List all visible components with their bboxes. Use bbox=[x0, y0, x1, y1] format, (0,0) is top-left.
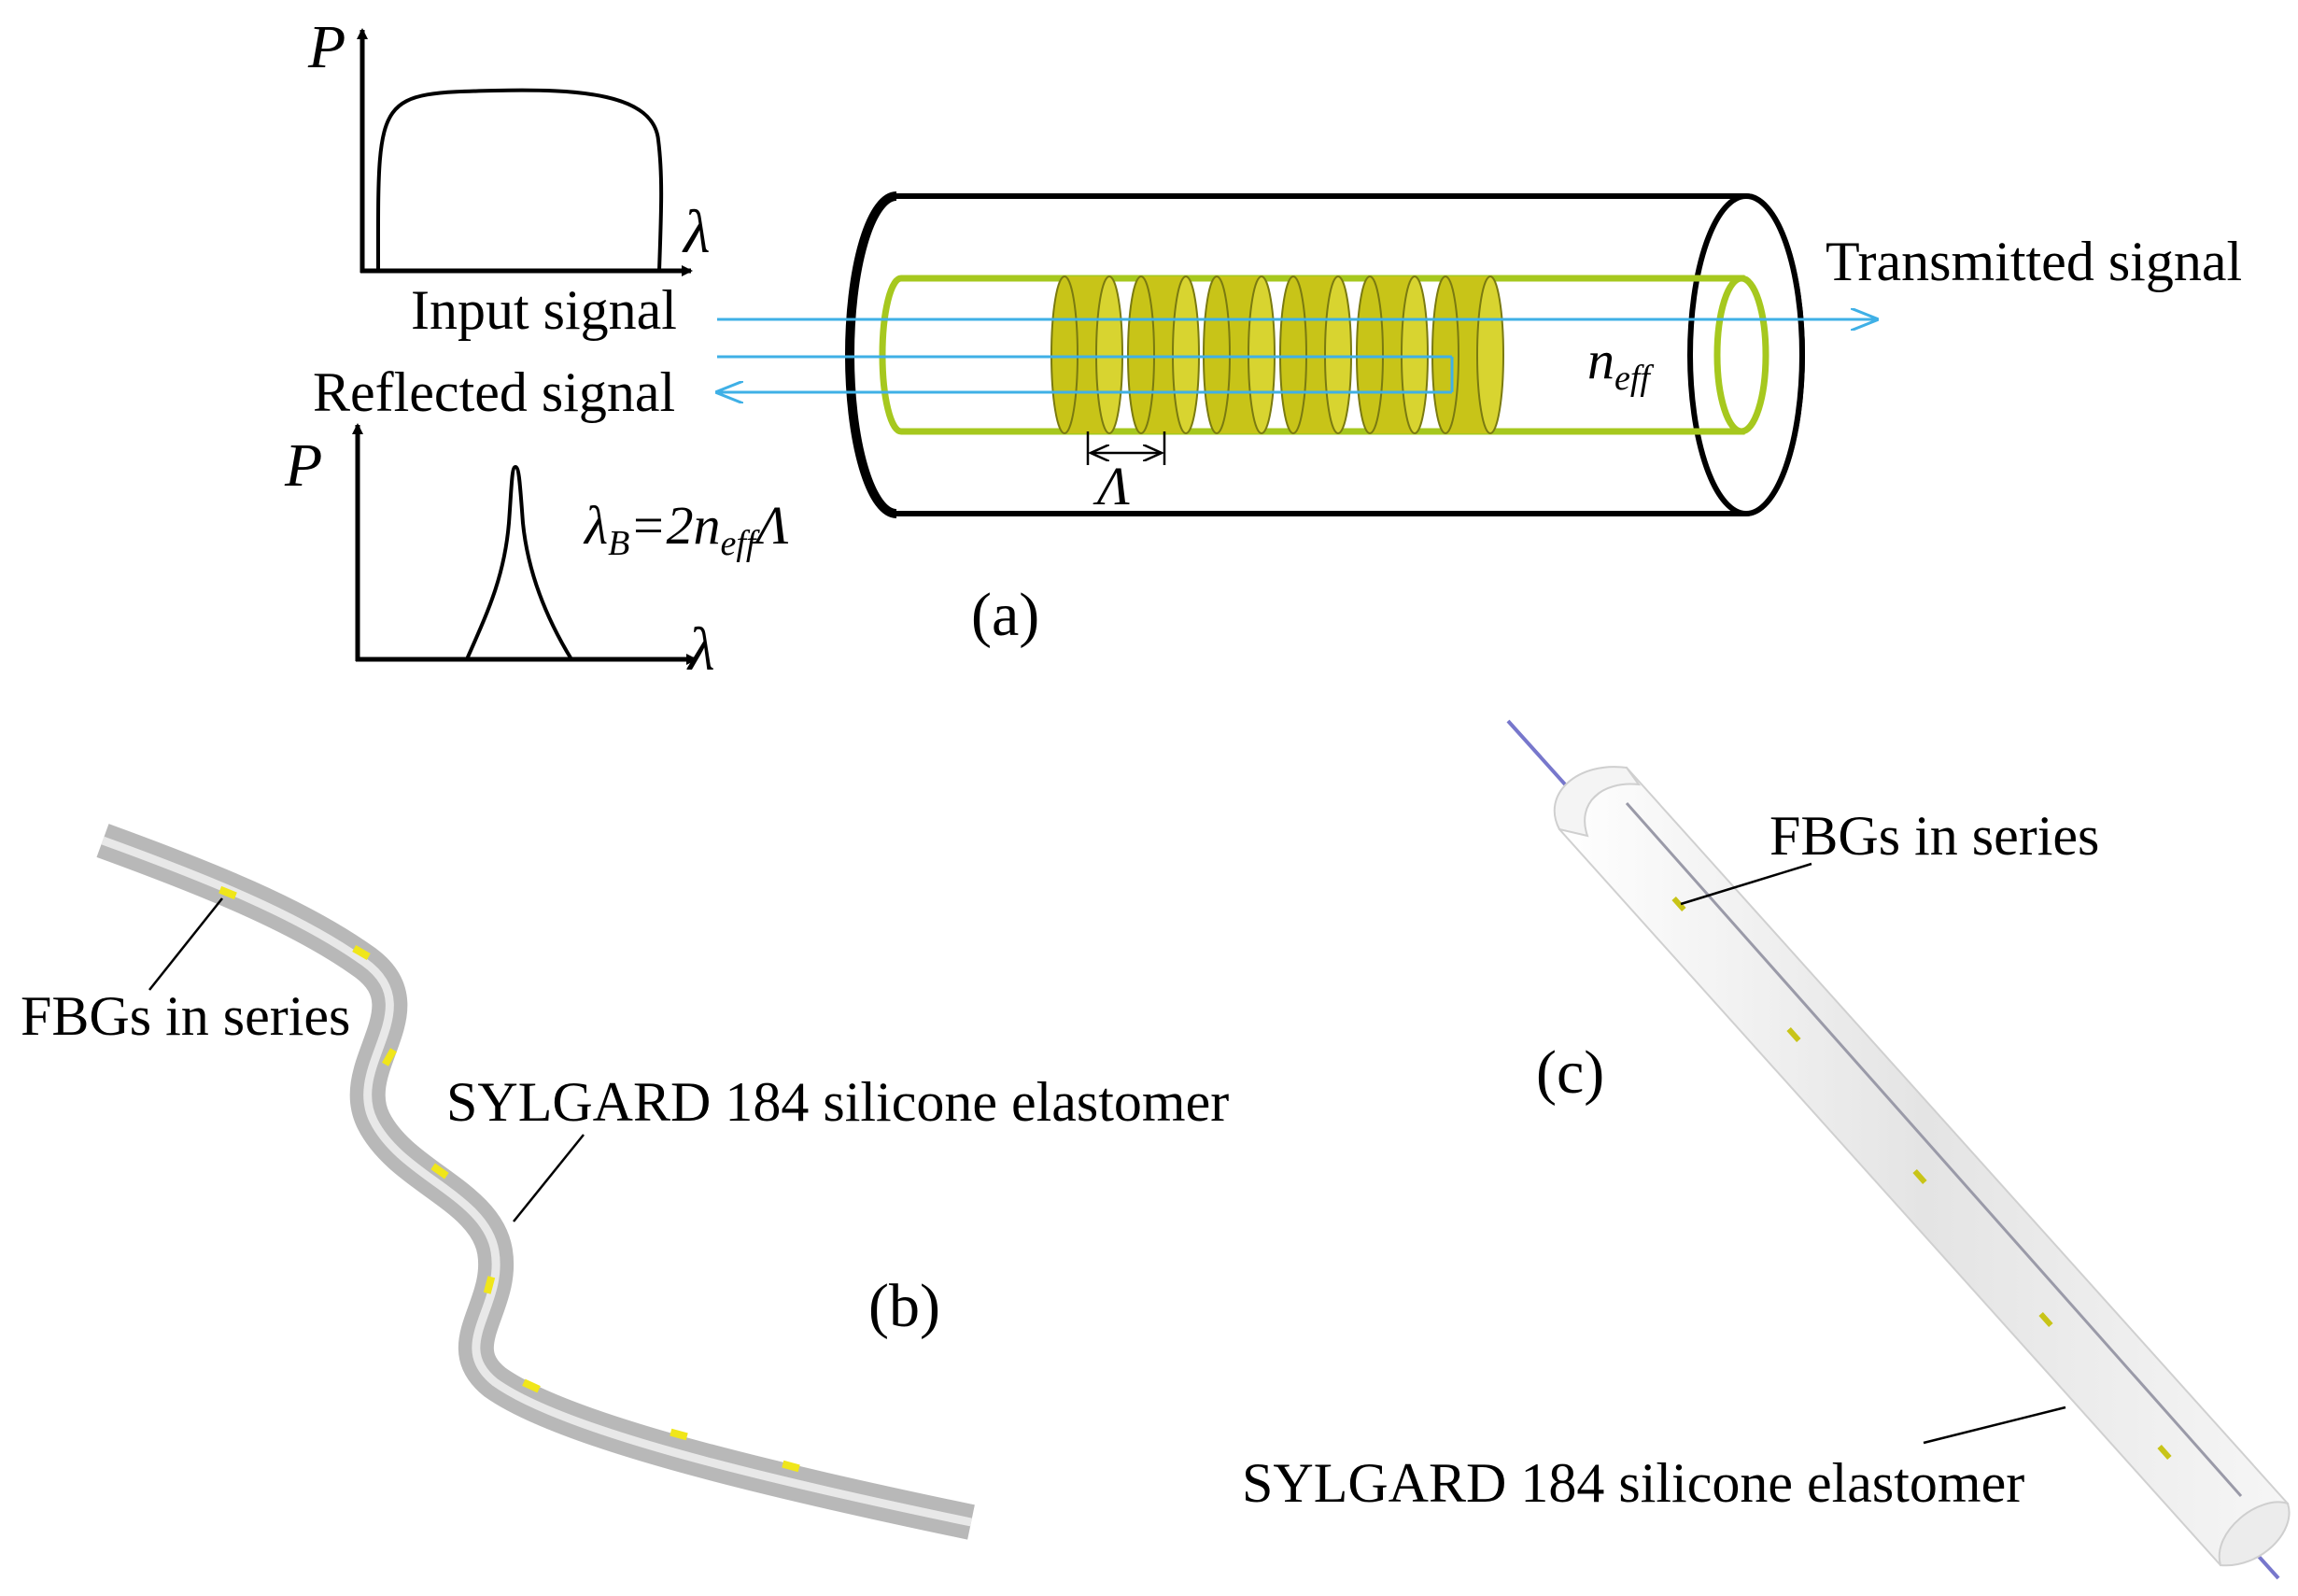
panel-b-fbg-label: FBGs in series bbox=[21, 985, 350, 1047]
grating-disc bbox=[1050, 275, 1123, 434]
elastomer-leader-line bbox=[513, 1134, 585, 1222]
core-right-end bbox=[1713, 275, 1769, 435]
panel-c: FBGs in series SYLGARD 184 silicone elas… bbox=[1242, 719, 2291, 1580]
period-dimension: Λ bbox=[1086, 431, 1166, 516]
fbg-mark bbox=[483, 1276, 496, 1294]
input-broadband-curve bbox=[375, 88, 664, 272]
grating-disc bbox=[1203, 275, 1276, 434]
panel-c-fbg-label: FBGs in series bbox=[1769, 805, 2099, 867]
bragg-equation: λB=2neffΛ bbox=[583, 495, 789, 563]
panel-a-label: (a) bbox=[971, 581, 1039, 649]
input-wavelength-label: λ bbox=[682, 198, 711, 266]
rod-body bbox=[1558, 766, 2290, 1567]
rod-bottom-end bbox=[2218, 1501, 2291, 1567]
input-signal-label: Input signal bbox=[411, 279, 677, 341]
cladding-left-edge bbox=[845, 191, 897, 518]
elastomer-rod bbox=[1553, 766, 2291, 1567]
transmitted-signal-label: Transmitted signal bbox=[1826, 231, 2242, 292]
fbg-leader-line-c bbox=[1680, 862, 1812, 906]
panel-c-elastomer-label: SYLGARD 184 silicone elastomer bbox=[1242, 1452, 2024, 1514]
reflected-wavelength-label: λ bbox=[686, 615, 715, 684]
fbg-mark bbox=[670, 1428, 688, 1441]
grating-disc bbox=[1356, 275, 1429, 434]
reflected-spectrum-plot: P λ λB=2neffΛ bbox=[284, 423, 789, 684]
fbg-mark bbox=[2038, 1312, 2053, 1327]
grating-disc bbox=[1431, 275, 1504, 434]
panel-b-elastomer-label: SYLGARD 184 silicone elastomer bbox=[446, 1071, 1229, 1133]
fbg-sensors bbox=[219, 885, 800, 1473]
bragg-grating bbox=[1050, 275, 1504, 434]
optical-fiber-inner bbox=[1625, 802, 2243, 1497]
fbg-mark bbox=[1786, 1027, 1801, 1042]
fbg-mark bbox=[782, 1460, 800, 1473]
neff-label: neff bbox=[1587, 330, 1654, 398]
core-body bbox=[879, 275, 1745, 435]
elastomer-leader-line-c bbox=[1923, 1405, 2066, 1445]
fbg-mark bbox=[2157, 1445, 2172, 1460]
grating-disc bbox=[1127, 275, 1200, 434]
fbg-leader-line bbox=[148, 897, 223, 991]
panel-a: P λ P λ λB=2neffΛ Input signal Reflected… bbox=[284, 13, 2242, 684]
panel-c-label: (c) bbox=[1536, 1038, 1604, 1107]
panel-b-label: (b) bbox=[868, 1272, 940, 1340]
input-power-label: P bbox=[307, 13, 345, 81]
input-spectrum-plot: P λ bbox=[307, 13, 711, 276]
fbg-mark bbox=[1671, 897, 1686, 911]
fbg-sensors-c bbox=[1671, 897, 2172, 1460]
fiber-core bbox=[879, 275, 1769, 435]
grating-disc bbox=[1279, 275, 1352, 434]
fbg-mark bbox=[430, 1163, 449, 1179]
signal-rays bbox=[717, 319, 1877, 392]
fbg-mark bbox=[352, 945, 371, 960]
period-label: Λ bbox=[1093, 456, 1130, 516]
reflected-peak-curve bbox=[465, 464, 573, 661]
rod-top-face bbox=[1553, 766, 1642, 838]
reflected-power-label: P bbox=[284, 431, 322, 500]
fbg-mark bbox=[522, 1378, 541, 1393]
embedded-fiber bbox=[101, 836, 972, 1527]
fbg-mark bbox=[1912, 1169, 1927, 1184]
fbg-mark bbox=[382, 1048, 397, 1066]
fbg-mark bbox=[219, 885, 237, 900]
panel-b: FBGs in series SYLGARD 184 silicone elas… bbox=[21, 824, 1229, 1540]
reflected-signal-label: Reflected signal bbox=[313, 361, 675, 423]
elastomer-strip bbox=[96, 824, 975, 1540]
